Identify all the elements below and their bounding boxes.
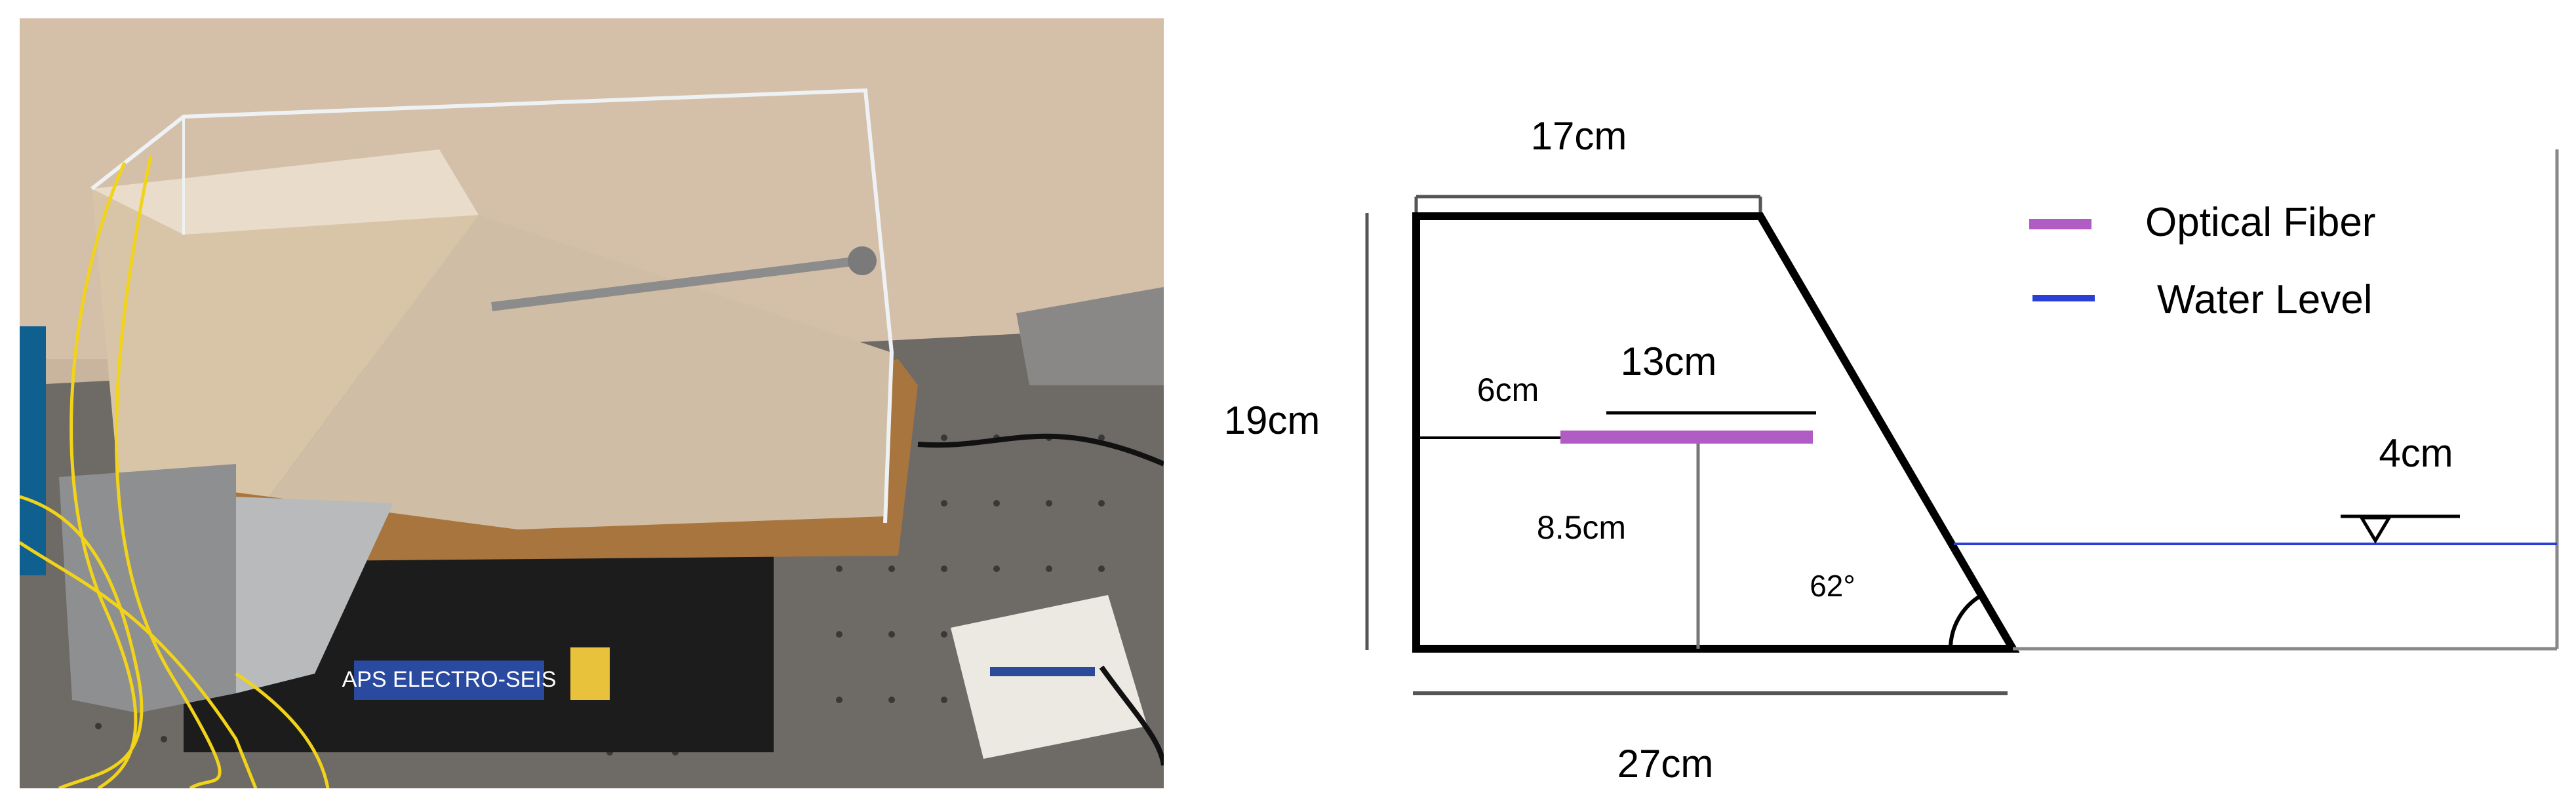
legend-water-level-label: Water Level <box>2157 277 2373 322</box>
fiber-length-label: 13cm <box>1621 339 1717 383</box>
monitor <box>20 326 46 575</box>
warning-sticker <box>570 647 610 700</box>
data-logger <box>951 595 1147 759</box>
base-width-label: 27cm <box>1617 742 1714 786</box>
legend-optical-fiber-label: Optical Fiber <box>2145 200 2375 245</box>
shake-table-label-plate <box>354 661 544 700</box>
water-depth-label: 4cm <box>2379 431 2453 475</box>
legend: Optical Fiber Water Level <box>2029 200 2375 322</box>
shake-table-label: APS ELECTRO-SEIS <box>342 667 557 692</box>
experiment-setup-photo: APS ELECTRO-SEIS <box>20 18 1164 788</box>
slope-angle-label: 62° <box>1810 569 1855 603</box>
instrument-box <box>1016 287 1164 385</box>
optical-fiber-cables <box>20 155 330 788</box>
sand-floor <box>269 215 892 529</box>
fiber-offset-label: 6cm <box>1477 372 1539 408</box>
water-level-triangle-icon <box>2358 516 2392 544</box>
black-cables <box>917 433 1164 766</box>
height-label: 19cm <box>1224 398 1320 442</box>
fiber-depth-label: 8.5cm <box>1537 509 1626 546</box>
aluminium-bracket <box>59 464 236 713</box>
top-width-label: 17cm <box>1531 114 1627 158</box>
top-width-dimension <box>1414 195 1762 213</box>
acrylic-tank <box>90 88 894 524</box>
slope-angle-arc <box>1949 593 1983 649</box>
metal-rod <box>491 256 860 311</box>
sand-embankment <box>92 149 479 497</box>
